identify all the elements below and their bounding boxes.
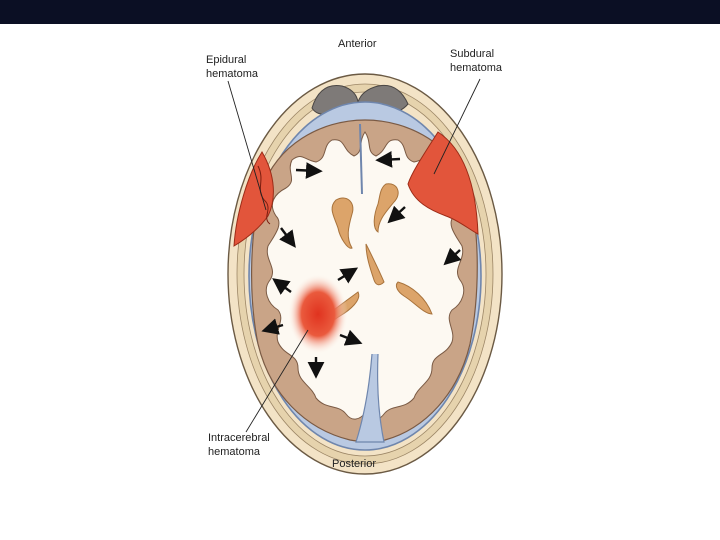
subdural-label-line1: Subdural [450, 48, 494, 61]
brain-hemorrhage-diagram: Anterior Epidural hematoma Subdural hema… [0, 24, 720, 540]
intracerebral-label-line2: hematoma [208, 446, 260, 459]
anterior-label: Anterior [338, 38, 377, 51]
intracerebral-hematoma-shape [288, 274, 348, 354]
epidural-label-line2: hematoma [206, 68, 258, 81]
subdural-label-line2: hematoma [450, 62, 502, 75]
epidural-label-line1: Epidural [206, 54, 246, 67]
intracerebral-label-line1: Intracerebral [208, 432, 270, 445]
posterior-label: Posterior [332, 458, 376, 471]
header-bar [0, 0, 720, 24]
